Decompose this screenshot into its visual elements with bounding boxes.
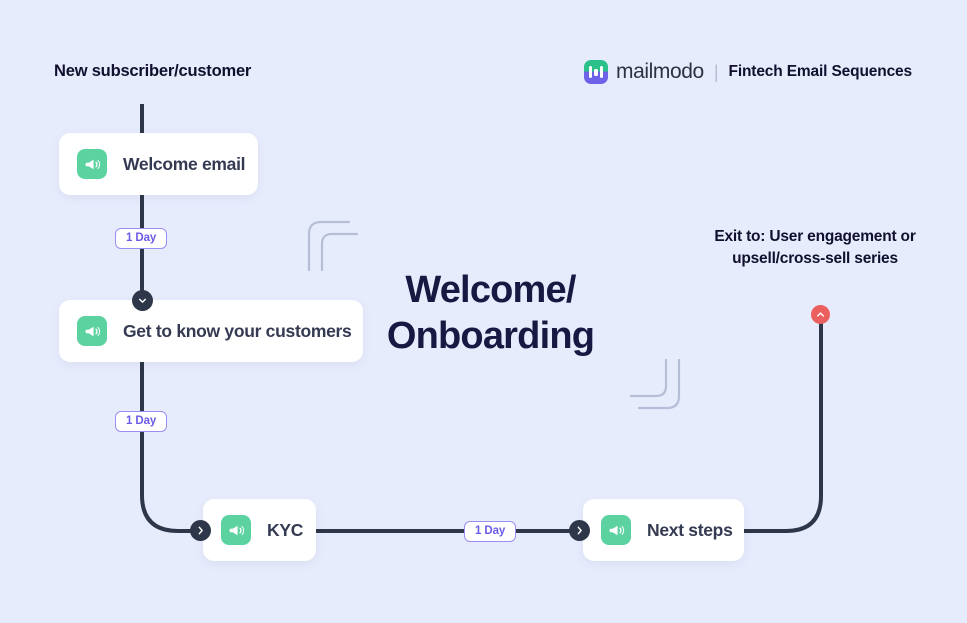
megaphone-icon [601, 515, 631, 545]
exit-label-line2: upsell/cross-sell series [732, 250, 898, 267]
megaphone-icon [77, 316, 107, 346]
chevron-up-icon[interactable] [811, 305, 830, 324]
chevron-down-icon[interactable] [132, 290, 153, 311]
delay-pill-1[interactable]: 1 Day [115, 228, 168, 249]
exit-label-line1: Exit to: User engagement or [714, 228, 916, 245]
chevron-right-icon[interactable] [569, 520, 590, 541]
decorative-corner-bottom [629, 358, 681, 410]
flow-node-label: Get to know your customers [123, 320, 352, 341]
megaphone-icon [77, 149, 107, 179]
chevron-right-icon[interactable] [190, 520, 211, 541]
wire-next-to-exit [742, 316, 823, 533]
delay-pill-2[interactable]: 1 Day [115, 411, 168, 432]
brand-header: mailmodo | Fintech Email Sequences [583, 60, 913, 84]
mailmodo-logo-icon [583, 60, 608, 84]
flow-node-label: KYC [267, 519, 304, 540]
flow-node-label: Next steps [647, 519, 733, 540]
brand-separator: | [713, 61, 719, 82]
page-title-line1: Welcome/ [405, 269, 576, 311]
exit-label: Exit to: User engagement or upsell/cross… [690, 226, 940, 270]
flow-node-next-steps[interactable]: Next steps [583, 499, 744, 561]
page-title: Welcome/ Onboarding [333, 268, 648, 359]
flow-node-get-to-know-your-customers[interactable]: Get to know your customers [59, 300, 363, 362]
page-title-line2: Onboarding [386, 314, 595, 357]
delay-pill-3[interactable]: 1 Day [464, 521, 517, 542]
trigger-label: New subscriber/customer [54, 62, 252, 80]
flow-node-kyc[interactable]: KYC [203, 499, 316, 561]
flow-node-label: Welcome email [123, 153, 246, 174]
brand-subtitle: Fintech Email Sequences [728, 63, 913, 80]
flow-node-welcome-email[interactable]: Welcome email [59, 133, 258, 195]
wire-getknow-to-kyc [140, 360, 198, 533]
megaphone-icon [221, 515, 251, 545]
brand-name: mailmodo [615, 60, 704, 83]
decorative-corner-top [307, 220, 359, 272]
